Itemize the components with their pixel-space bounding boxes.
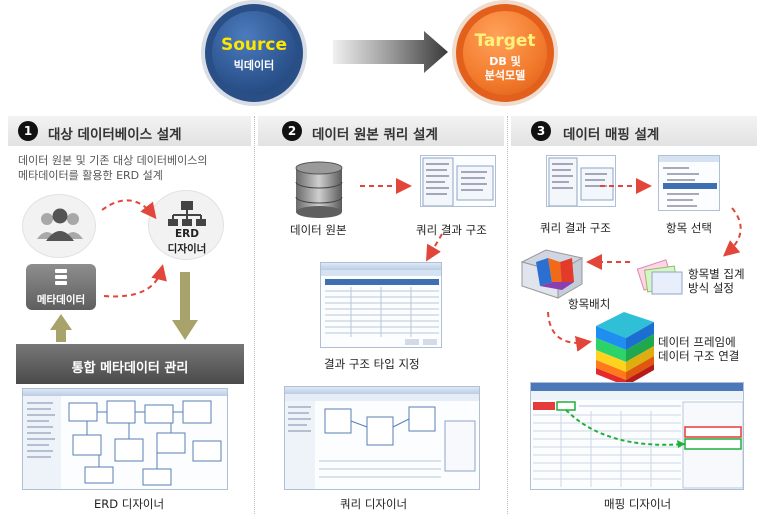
metadata-label: 메타데이터 — [36, 294, 86, 306]
item-select-thumbnail — [658, 155, 720, 211]
erd-label-line2: 디자이너 — [167, 243, 207, 255]
hierarchy-icon — [168, 201, 206, 226]
source-circle: Source 빅데이터 — [205, 4, 303, 102]
section-2-header: 2 데이터 원본 쿼리 설계 — [258, 116, 504, 146]
item-place-label: 항목배치 — [568, 297, 611, 311]
query-structure-lines — [422, 157, 494, 206]
surface-chart-icon — [520, 249, 584, 299]
query-result-structure-label: 쿼리 결과 구조 — [416, 223, 487, 237]
target-subtitle-line1: DB 및 — [489, 55, 521, 68]
data-source-label: 데이터 원본 — [290, 223, 347, 237]
query-to-resulttype-arrow — [425, 233, 443, 262]
aggregate-label-line2: 방식 설정 — [688, 281, 734, 295]
source-circle-inner: Source 빅데이터 — [212, 11, 296, 95]
section-1-description-line1: 데이터 원본 및 기존 대상 데이터베이스의 — [18, 154, 208, 167]
query-diagram-thumbnail — [285, 394, 479, 489]
database-icon — [55, 269, 67, 285]
source-subtitle: 빅데이터 — [233, 59, 275, 72]
section-3-header: 3 데이터 매핑 설계 — [511, 116, 757, 146]
section-divider-2 — [507, 116, 508, 514]
users-to-erd-arrow — [101, 199, 157, 220]
result-grid-thumbnail — [321, 270, 441, 345]
frame-label-line2: 데이터 구조 연결 — [658, 349, 740, 363]
metadata-management-title: 통합 메타데이터 관리 — [71, 361, 189, 376]
erd-to-management-arrow — [172, 272, 198, 340]
frame-label-line1: 데이터 프레임에 — [658, 335, 736, 349]
query-structure-thumbnail — [420, 155, 496, 207]
target-title: Target — [474, 31, 536, 51]
erd-designer-screenshot — [22, 388, 228, 490]
query-structure-thumbnail-2 — [546, 155, 616, 207]
metadata-management-bar: 통합 메타데이터 관리 — [16, 344, 244, 384]
metadata-box: 메타데이터 — [26, 264, 96, 310]
item-tree-lines — [659, 156, 719, 207]
section-3-title: 데이터 매핑 설계 — [563, 127, 660, 143]
section-1-description-line2: 메타데이터를 활용한 ERD 설계 — [18, 169, 163, 182]
query-designer-screenshot — [284, 386, 480, 490]
users-icon — [37, 208, 83, 241]
section-1-title: 대상 데이터베이스 설계 — [48, 127, 182, 143]
itemplace-to-frame-arrow — [547, 311, 592, 352]
target-subtitle-line2: 분석모델 — [484, 69, 526, 82]
section-1-number: 1 — [18, 121, 38, 141]
users-circle — [22, 194, 96, 258]
query-designer-caption: 쿼리 디자이너 — [340, 497, 408, 511]
management-to-metadata-arrow — [50, 314, 72, 342]
section-1-header: 1 대상 데이터베이스 설계 — [8, 116, 251, 146]
query-result-structure-label-2: 쿼리 결과 구조 — [540, 221, 611, 235]
section-2-number: 2 — [282, 121, 302, 141]
result-type-label: 결과 구조 타입 지정 — [324, 357, 420, 371]
aggregate-sheets-icon — [636, 259, 683, 295]
erd-designer-circle: ERD 디자이너 — [148, 190, 224, 260]
metadata-to-erd-arrow — [103, 264, 167, 298]
section-divider-1 — [254, 116, 255, 514]
target-circle-inner: Target DB 및 분석모델 — [463, 11, 547, 95]
mapping-grid-thumbnail — [531, 383, 743, 489]
erd-designer-caption: ERD 디자이너 — [94, 497, 165, 511]
erd-label-line1: ERD — [175, 228, 199, 240]
item-select-label: 항목 선택 — [666, 221, 712, 235]
erd-diagram-thumbnail — [23, 396, 222, 489]
query-structure-lines-2 — [548, 157, 614, 206]
section-2-title: 데이터 원본 쿼리 설계 — [312, 127, 438, 143]
mapping-designer-caption: 매핑 디자이너 — [604, 497, 672, 511]
aggregate-label-line1: 항목별 집계 — [688, 267, 745, 281]
section-3-number: 3 — [531, 121, 551, 141]
mapping-designer-screenshot — [530, 382, 744, 490]
itemselect-to-aggregate-arrow — [722, 207, 742, 257]
result-type-screenshot — [320, 262, 442, 348]
source-title: Source — [220, 35, 288, 55]
target-circle: Target DB 및 분석모델 — [456, 4, 554, 102]
source-to-target-arrow — [333, 31, 448, 73]
database-drum-icon — [295, 161, 343, 218]
data-frame-cube-icon — [596, 312, 654, 386]
